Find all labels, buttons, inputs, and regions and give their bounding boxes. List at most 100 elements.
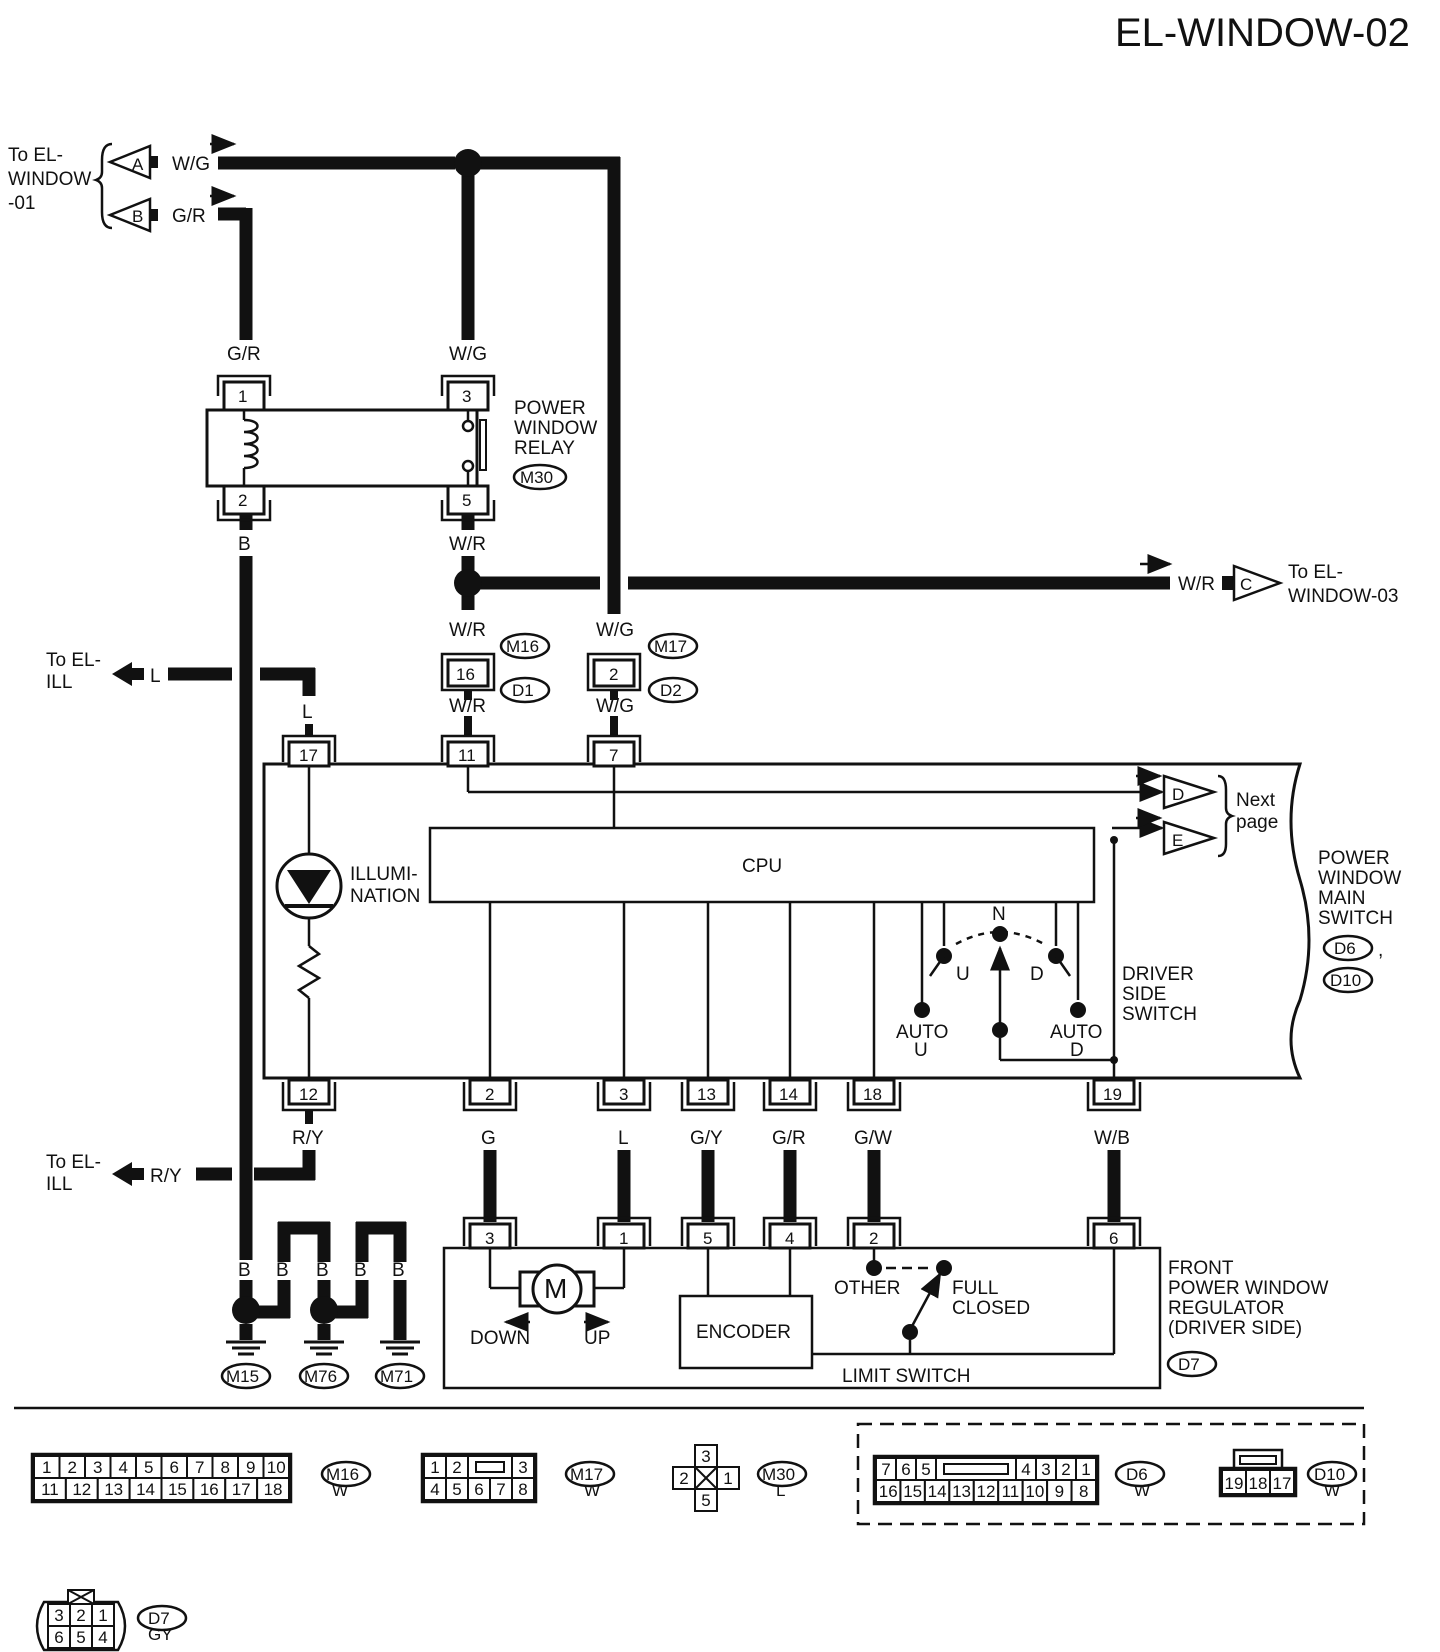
cavity-number: 3	[1041, 1460, 1050, 1479]
switch-full-closed-label: FULL	[952, 1278, 998, 1299]
cavity-number: 3	[518, 1458, 527, 1477]
ground-id: M71	[380, 1367, 413, 1386]
cavity-number: 17	[232, 1480, 251, 1499]
connector-id: M16	[326, 1465, 359, 1484]
bottom-pins: 12 2 3 13 14 18 19	[281, 1078, 1142, 1112]
cavity-number: 16	[879, 1482, 898, 1501]
connector-id: M16	[506, 637, 539, 656]
pin-number: 16	[456, 665, 475, 684]
cavity-number: 9	[246, 1458, 255, 1477]
wire-color-label: L	[302, 702, 313, 723]
ground-id: M76	[304, 1367, 337, 1386]
wire-color-label: W/G	[449, 344, 487, 365]
wire-color-label: G	[481, 1128, 496, 1149]
offpage-connector-a: A W/G	[106, 134, 237, 180]
ref-el-ill-top: To EL- ILL L L	[46, 650, 316, 736]
wire-color-label: W/R	[1178, 574, 1215, 595]
cavity-number: 8	[1079, 1482, 1088, 1501]
wire-color-label: B	[316, 1260, 329, 1281]
ref-text: To EL-	[46, 650, 101, 671]
cavity-number: 6	[170, 1458, 179, 1477]
ref-text: WINDOW	[8, 169, 91, 190]
cavity-number: 12	[72, 1480, 91, 1499]
wire-color-label: W/R	[449, 696, 486, 717]
wire-color-label: W/B	[1094, 1128, 1130, 1149]
splice-dot	[454, 149, 482, 177]
ref-el-ill-bottom: To EL- ILL R/Y	[46, 1152, 232, 1195]
switch-other-label: OTHER	[834, 1278, 901, 1299]
pin-number: 1	[238, 387, 247, 406]
wire-color-label: B	[238, 534, 251, 555]
regulator-label: (DRIVER SIDE)	[1168, 1318, 1302, 1339]
cavity-number: 10	[267, 1458, 286, 1477]
connector-cavity	[716, 1466, 740, 1490]
motor-up-label: UP	[584, 1328, 610, 1349]
cavity-number: 19	[1225, 1474, 1244, 1493]
cavity-number: 11	[41, 1480, 59, 1499]
connector-cavity	[91, 1625, 115, 1649]
illumination-label: ILLUMI-	[350, 864, 418, 885]
main-switch-label: WINDOW	[1318, 868, 1401, 889]
offpage-connector-b: B G/R	[106, 186, 237, 233]
cavity-number: 7	[195, 1458, 204, 1477]
pin-number: 3	[619, 1085, 628, 1104]
cavity-number: 14	[928, 1482, 947, 1501]
connector-id: M30	[520, 468, 553, 487]
pin-number: 13	[697, 1085, 716, 1104]
cavity-number: 18	[1249, 1474, 1268, 1493]
wire-color-label: W/G	[596, 620, 634, 641]
pin-number: 11	[458, 746, 476, 765]
cavity-number: 13	[952, 1482, 971, 1501]
connector-id: M17	[570, 1465, 603, 1484]
cavity-number: 5	[701, 1491, 710, 1510]
cavity-number: 3	[701, 1447, 710, 1466]
harness-wires-top	[218, 156, 1170, 1260]
switch-position-d: D	[1030, 964, 1044, 985]
cavity-number: 4	[430, 1480, 439, 1499]
wire-color-label: W/R	[449, 534, 486, 555]
ref-text: WINDOW-03	[1288, 586, 1398, 607]
cpu-label: CPU	[742, 856, 782, 877]
cavity-number: 5	[921, 1460, 930, 1479]
connector-id: D10	[1314, 1465, 1345, 1484]
switch-position-auto-u: U	[914, 1040, 928, 1061]
ref-text: To EL-	[46, 1152, 101, 1173]
relay-label: POWER	[514, 398, 586, 419]
pin-number: 4	[785, 1229, 794, 1248]
connector-letter: A	[132, 155, 144, 174]
wire-color-label: R/Y	[150, 1166, 182, 1187]
cavity-number: 1	[723, 1469, 732, 1488]
wire-color-label: G/R	[772, 1128, 806, 1149]
wire-color-label: R/Y	[292, 1128, 324, 1149]
cavity-number: 1	[98, 1606, 107, 1625]
connector-cavity	[1245, 1469, 1271, 1495]
wire-color-label: L	[150, 666, 161, 687]
driver-switch-label: SIDE	[1122, 984, 1166, 1005]
cavity-number: 3	[54, 1606, 63, 1625]
regulator-label: FRONT	[1168, 1258, 1234, 1279]
cavity-number: 6	[474, 1480, 483, 1499]
connector-id: D7	[148, 1609, 170, 1628]
wire-color-label: B	[392, 1260, 405, 1281]
connector-id: D6	[1334, 939, 1356, 958]
connector-letter: D	[1172, 785, 1184, 804]
connector-letter: C	[1240, 575, 1252, 594]
connector-id: M30	[762, 1465, 795, 1484]
offpage-connector-c: W/R C To EL- WINDOW-03	[1140, 554, 1398, 607]
wire-color-label: W/R	[449, 620, 486, 641]
cavity-number: 17	[1273, 1474, 1292, 1493]
pin-number: 2	[485, 1085, 494, 1104]
main-switch-label: SWITCH	[1318, 908, 1393, 929]
wire-color-label: L	[618, 1128, 629, 1149]
switch-full-closed-label: CLOSED	[952, 1298, 1030, 1319]
front-power-window-regulator: 3 1 5 4 2 6 M DOWN UP ENCODER	[442, 1216, 1328, 1390]
cavity-number: 6	[54, 1628, 63, 1647]
connector-id: D2	[660, 681, 682, 700]
wire-color-label: B	[238, 1260, 251, 1281]
cavity-number: 12	[977, 1482, 996, 1501]
cavity-number: 2	[452, 1458, 461, 1477]
connector-letter: B	[132, 207, 143, 226]
